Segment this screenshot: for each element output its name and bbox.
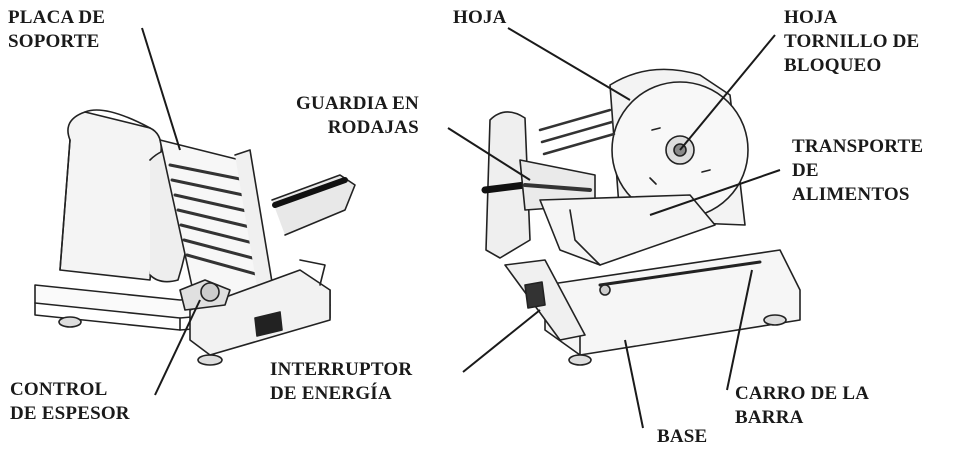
label-line: RODAJAS: [327, 117, 419, 138]
leader-guardia-rodajas: [447, 127, 531, 181]
leader-transporte: [649, 169, 781, 216]
leader-hoja-tornillo: [679, 34, 776, 151]
label-line: PLACA DE: [8, 7, 106, 28]
leader-control-espesor: [154, 299, 201, 396]
label-interruptor: INTERRUPTOR DE ENERGÍA: [270, 358, 412, 406]
label-line: ALIMENTOS: [792, 184, 910, 205]
label-line: HOJA: [453, 7, 507, 28]
leader-placa-soporte: [141, 27, 181, 151]
label-line: DE ESPESOR: [10, 403, 130, 424]
label-base: BASE: [657, 425, 707, 449]
leader-base: [624, 339, 644, 429]
label-line: INTERRUPTOR: [270, 359, 413, 380]
label-line: BARRA: [735, 407, 804, 428]
label-line: DE: [792, 160, 819, 181]
label-line: TRANSPORTE: [792, 136, 924, 157]
label-line: BASE: [657, 426, 708, 447]
label-line: CARRO DE LA: [735, 383, 870, 404]
label-line: CONTROL: [10, 379, 108, 400]
leader-hoja: [507, 27, 631, 101]
label-line: TORNILLO DE: [784, 31, 920, 52]
label-placa-soporte: PLACA DE SOPORTE: [8, 6, 105, 54]
label-control-espesor: CONTROL DE ESPESOR: [10, 378, 130, 426]
leader-carro-barra: [726, 269, 753, 391]
label-guardia-rodajas: GUARDIA EN RODAJAS: [296, 92, 419, 140]
leader-interruptor: [462, 309, 541, 373]
label-line: BLOQUEO: [784, 55, 882, 76]
label-line: SOPORTE: [8, 31, 100, 52]
label-line: DE ENERGÍA: [270, 383, 392, 404]
label-carro-barra: CARRO DE LA BARRA: [735, 382, 869, 430]
label-line: GUARDIA EN: [296, 93, 419, 114]
label-line: HOJA: [784, 7, 838, 28]
label-hoja-tornillo-bloqueo: HOJA TORNILLO DE BLOQUEO: [784, 6, 919, 78]
label-transporte-alimentos: TRANSPORTE DE ALIMENTOS: [792, 135, 923, 207]
label-hoja: HOJA: [453, 6, 507, 30]
